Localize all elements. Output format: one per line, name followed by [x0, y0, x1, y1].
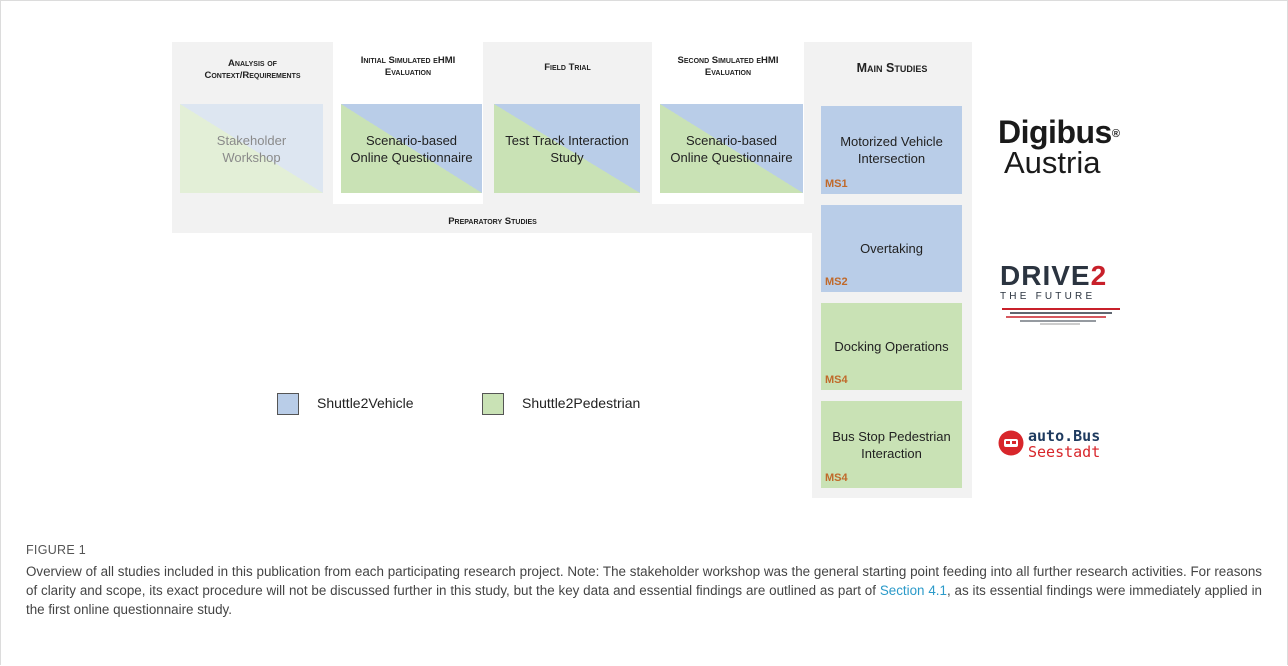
bus-badge-icon — [998, 430, 1024, 456]
column-header-4: Second Simulated eHMI Evaluation — [677, 55, 779, 78]
initial-questionnaire-box: Scenario-based Online Questionnaire — [341, 104, 482, 193]
main-study-box-4: Bus Stop Pedestrian Interaction MS4 — [821, 401, 962, 488]
column-header-2: Initial Simulated eHMI Evaluation — [360, 55, 456, 78]
legend-label-vehicle: Shuttle2Vehicle — [317, 395, 414, 411]
section-link[interactable]: Section 4.1 — [879, 583, 947, 598]
drive2-the-future-logo: DRIVE2 THE FUTURE — [1000, 262, 1126, 332]
figure-caption-text: Overview of all studies included in this… — [26, 564, 1262, 617]
main-studies-header: Main Studies — [856, 61, 928, 75]
ms-tag-2: MS2 — [825, 276, 848, 288]
legend-label-pedestrian: Shuttle2Pedestrian — [522, 395, 641, 411]
column-header-1: Analysis of Context/Requirements — [204, 58, 301, 81]
second-questionnaire-box: Scenario-based Online Questionnaire — [660, 104, 803, 193]
main-study-box-3: Docking Operations MS4 — [821, 303, 962, 390]
digibus-austria-logo: Digibus® Austria — [998, 114, 1120, 180]
legend-swatch-pedestrian — [482, 393, 504, 415]
drive2-speed-lines — [1002, 308, 1120, 325]
preparatory-studies-label: Preparatory Studies — [448, 216, 537, 227]
ms-tag-4: MS4 — [825, 472, 848, 484]
autobus-seestadt-logo: auto.Bus Seestadt — [998, 426, 1118, 466]
ms-tag-1: MS1 — [825, 178, 848, 190]
main-study-box-1: Motorized Vehicle Intersection MS1 — [821, 106, 962, 194]
figure-caption-title: FIGURE 1 — [26, 543, 87, 557]
stakeholder-workshop-box: Stakeholder Workshop — [180, 104, 323, 193]
test-track-box: Test Track Interaction Study — [494, 104, 640, 193]
main-study-box-2: Overtaking MS2 — [821, 205, 962, 292]
ms-tag-3: MS4 — [825, 374, 848, 386]
legend-swatch-vehicle — [277, 393, 299, 415]
column-header-3: Field Trial — [544, 62, 591, 73]
